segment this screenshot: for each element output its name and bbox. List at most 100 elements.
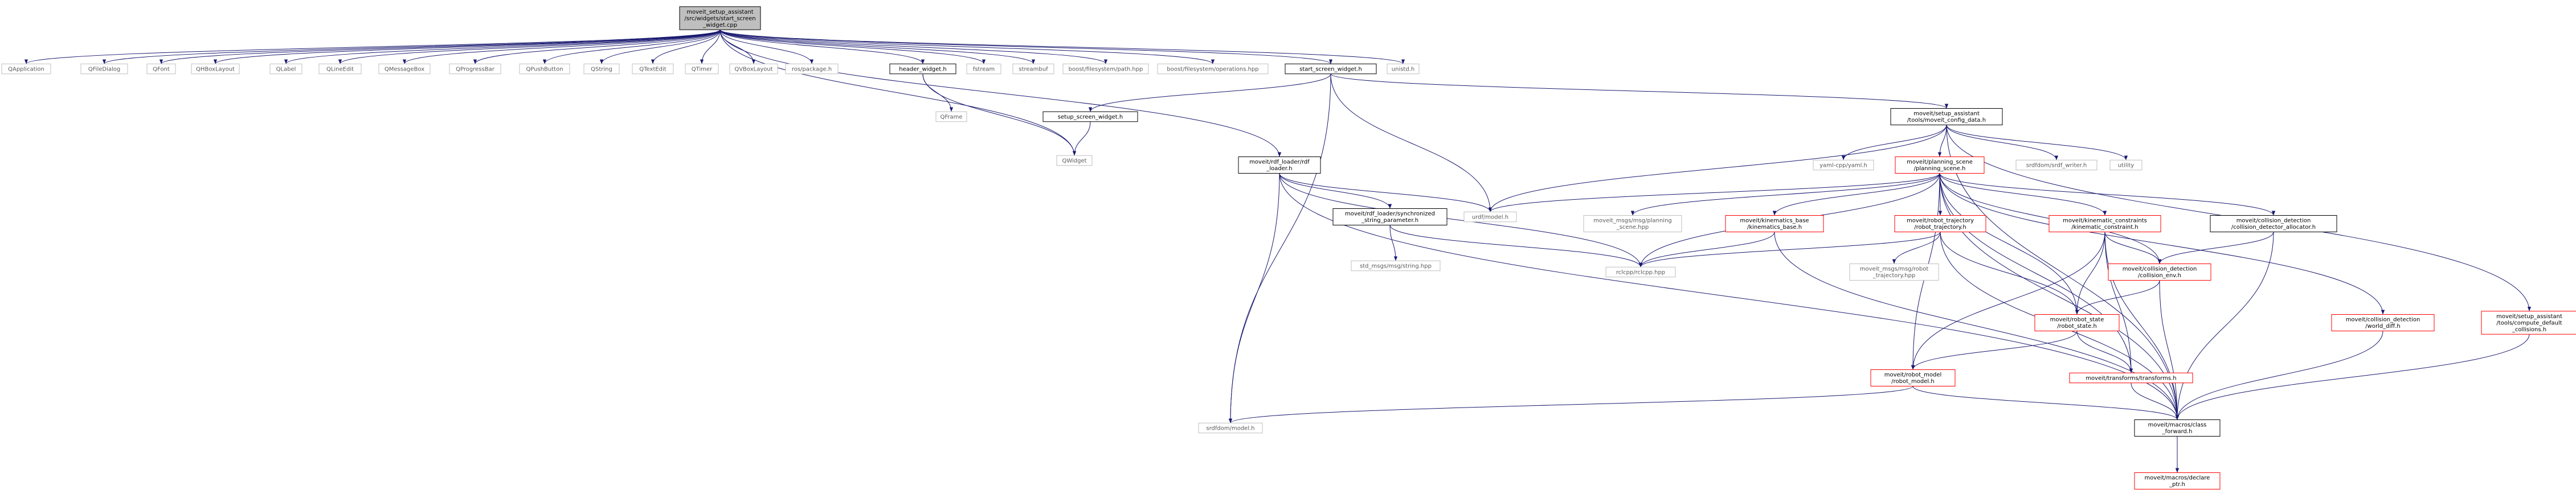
edge-root-to-qfiledialog <box>103 29 721 64</box>
node-label: fstream <box>973 66 995 72</box>
node-label: yaml-cpp/yaml.h <box>1819 162 1867 168</box>
edge-robot_model-to-class_forward <box>1912 386 2180 420</box>
edge-rdf_loader-to-srdfdom_model <box>1228 173 1280 423</box>
node-box <box>2048 215 2161 232</box>
node-kinematics_base[interactable]: moveit/kinematics_base/kinematics_base.h <box>1725 215 1824 232</box>
node-fstream[interactable]: fstream <box>966 63 1001 75</box>
node-setup_screen_widget[interactable]: setup_screen_widget.h <box>1042 111 1138 122</box>
node-label: /collision_detector_allocator.h <box>2231 224 2316 231</box>
node-moveit_config_data[interactable]: moveit/setup_assistant/tools/moveit_conf… <box>1890 108 2003 125</box>
node-qapplication[interactable]: QApplication <box>1 63 51 75</box>
node-label: QProgressBar <box>456 66 495 72</box>
node-start_screen_widget[interactable]: start_screen_widget.h <box>1285 63 1377 75</box>
node-qmessagebox[interactable]: QMessageBox <box>378 63 431 75</box>
node-box <box>378 63 431 75</box>
node-class_forward[interactable]: moveit/macros/class_forward.h <box>2134 419 2221 437</box>
node-qprogressbar[interactable]: QProgressBar <box>449 63 501 75</box>
node-streambuf[interactable]: streambuf <box>1012 63 1054 75</box>
edge-root-to-ros_package <box>719 30 814 64</box>
node-collision_env[interactable]: moveit/collision_detection/collision_env… <box>2108 264 2211 281</box>
node-kinematic_constraint[interactable]: moveit/kinematic_constraints/kinematic_c… <box>2048 215 2161 232</box>
node-label: start_screen_widget.h <box>1299 66 1362 72</box>
node-label: boost/filesystem/operations.hpp <box>1167 66 1258 72</box>
node-moveit_msgs_ps[interactable]: moveit_msgs/msg/planning_scene.hpp <box>1583 215 1682 232</box>
node-label: /tools/compute_default <box>2496 320 2562 326</box>
node-qvboxlayout[interactable]: QVBoxLayout <box>729 63 778 75</box>
node-boost_path[interactable]: boost/filesystem/path.hpp <box>1062 63 1149 75</box>
node-robot_state[interactable]: moveit/robot_state/robot_state.h <box>2034 314 2120 331</box>
node-qlineedit[interactable]: QLineEdit <box>318 63 362 75</box>
node-srdfdom_model[interactable]: srdfdom/model.h <box>1198 422 1263 434</box>
edge-planning_scene-to-collision_allocator <box>1939 173 2276 216</box>
edge-root-to-qfont <box>160 29 721 64</box>
node-box <box>1583 215 1682 232</box>
node-label: moveit_msgs/msg/planning <box>1593 218 1672 224</box>
edge-root-to-boost_path <box>719 29 1108 64</box>
node-ros_package[interactable]: ros/package.h <box>785 63 839 75</box>
node-box <box>889 63 956 75</box>
node-qwidget[interactable]: QWidget <box>1056 155 1093 166</box>
edge-start_screen_widget-to-setup_screen_widget <box>1088 73 1331 112</box>
node-qtimer[interactable]: QTimer <box>685 63 719 75</box>
node-label: /world_diff.h <box>2365 323 2400 330</box>
node-urdf_model[interactable]: urdf/model.h <box>1463 211 1517 223</box>
node-qlabel[interactable]: QLabel <box>269 63 302 75</box>
node-declare_ptr[interactable]: moveit/macros/declare_ptr.h <box>2134 472 2221 489</box>
node-qfont[interactable]: QFont <box>146 63 176 75</box>
node-robot_trajectory[interactable]: moveit/robot_trajectory/robot_trajectory… <box>1894 215 1986 232</box>
node-qframe[interactable]: QFrame <box>935 111 967 122</box>
node-label: QFrame <box>940 114 962 120</box>
node-qpushbutton[interactable]: QPushButton <box>519 63 570 75</box>
node-box <box>785 63 839 75</box>
node-box <box>269 63 302 75</box>
edge-root-to-start_screen_widget <box>719 29 1332 64</box>
node-collision_allocator[interactable]: moveit/collision_detection/collision_det… <box>2210 215 2337 232</box>
node-transforms[interactable]: moveit/transforms/transforms.h <box>2069 372 2193 384</box>
edge-planning_scene-to-urdf_model <box>1488 173 1940 212</box>
node-robot_model[interactable]: moveit/robot_model/robot_model.h <box>1870 369 1956 386</box>
edge-start_screen_widget-to-srdfdom_model <box>1228 73 1331 423</box>
node-moveit_msgs_rt[interactable]: moveit_msgs/msg/robot_trajectory.hpp <box>1849 264 1939 281</box>
node-qtextedit[interactable]: QTextEdit <box>632 63 674 75</box>
node-box <box>935 111 967 122</box>
node-label: _widget.cpp <box>702 22 737 28</box>
node-header_widget[interactable]: header_widget.h <box>889 63 956 75</box>
node-rdf_loader[interactable]: moveit/rdf_loader/rdf_loader.h <box>1238 157 1321 174</box>
node-yaml_cpp[interactable]: yaml-cpp/yaml.h <box>1813 159 1874 171</box>
node-qstring[interactable]: QString <box>583 63 620 75</box>
edge-robot_state-to-transforms <box>2076 331 2133 373</box>
node-srdf_writer[interactable]: srdfdom/srdf_writer.h <box>2015 159 2097 171</box>
edge-rdf_loader-to-sync_string <box>1279 173 1392 209</box>
node-qhboxlayout[interactable]: QHBoxLayout <box>191 63 240 75</box>
node-boost_ops[interactable]: boost/filesystem/operations.hpp <box>1157 63 1269 75</box>
edge-kinematics_base-to-class_forward <box>1774 232 2180 420</box>
edge-robot_trajectory-to-rclcpp <box>1638 232 1941 267</box>
edge-start_screen_widget-to-urdf_model <box>1330 73 1493 212</box>
edge-root-to-streambuf <box>719 30 1036 64</box>
node-label: ros/package.h <box>792 66 832 72</box>
edge-moveit_config_data-to-yaml_cpp <box>1841 125 1947 160</box>
node-box <box>685 63 719 75</box>
node-label: moveit/setup_assistant <box>1913 111 1980 117</box>
node-rclcpp[interactable]: rclcpp/rclcpp.hpp <box>1605 266 1676 278</box>
edge-root-to-qwidget <box>719 30 1077 156</box>
edge-moveit_config_data-to-class_forward <box>1946 125 2180 420</box>
node-label: QVBoxLayout <box>734 66 772 72</box>
node-unistd[interactable]: unistd.h <box>1387 63 1420 75</box>
node-world_diff[interactable]: moveit/collision_detection/world_diff.h <box>2331 314 2435 331</box>
node-std_msgs_string[interactable]: std_msgs/msg/string.hpp <box>1351 260 1441 271</box>
node-box <box>1332 208 1448 225</box>
node-utility[interactable]: utility <box>2109 159 2142 171</box>
edge-planning_scene-to-kinematic_constraint <box>1939 173 2107 216</box>
node-label: QPushButton <box>526 66 563 72</box>
node-planning_scene[interactable]: moveit/planning_scene/planning_scene.h <box>1895 157 1985 174</box>
node-label: QFileDialog <box>88 66 120 72</box>
node-box <box>80 63 128 75</box>
edge-root-to-qprogressbar <box>473 30 721 64</box>
node-sync_string[interactable]: moveit/rdf_loader/synchronized_string_pa… <box>1332 208 1448 225</box>
node-compute_default[interactable]: moveit/setup_assistant/tools/compute_def… <box>2481 311 2576 335</box>
node-label: QTextEdit <box>639 66 667 72</box>
node-root[interactable]: moveit_setup_assistant/src/widgets/start… <box>679 6 761 30</box>
node-qfiledialog[interactable]: QFileDialog <box>80 63 128 75</box>
